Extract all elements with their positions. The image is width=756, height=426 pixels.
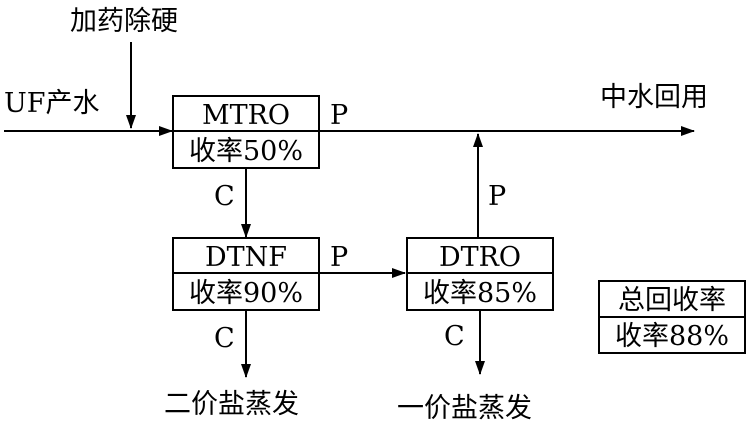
mtro-recovery: 收率50% (189, 136, 303, 167)
dtnf-permeate-label: P (330, 242, 348, 273)
mtro-concentrate-label: C (214, 181, 235, 212)
feed-label: UF产水 (4, 88, 100, 119)
dtro-recovery: 收率85% (423, 278, 537, 309)
dosing-label: 加药除硬 (70, 6, 178, 37)
mtro-unit: MTRO 收率50% (172, 95, 320, 169)
reuse-label: 中水回用 (600, 82, 708, 113)
overall-recovery-title: 总回收率 (618, 285, 726, 316)
monovalent-evap-label: 一价盐蒸发 (397, 393, 532, 424)
dtnf-unit: DTNF 收率90% (172, 237, 320, 311)
dtro-concentrate-label: C (444, 321, 465, 352)
divalent-evap-label: 二价盐蒸发 (164, 389, 299, 420)
dtnf-recovery: 收率90% (189, 278, 303, 309)
dtnf-concentrate-label: C (214, 323, 235, 354)
dtnf-name: DTNF (205, 242, 287, 273)
overall-recovery-value: 收率88% (615, 321, 729, 352)
dtro-name: DTRO (439, 242, 521, 273)
dtro-unit: DTRO 收率85% (406, 237, 554, 311)
mtro-permeate-label: P (330, 100, 348, 131)
overall-recovery-box: 总回收率 收率88% (598, 280, 746, 354)
dtro-permeate-label: P (488, 181, 506, 212)
mtro-name: MTRO (202, 100, 290, 131)
